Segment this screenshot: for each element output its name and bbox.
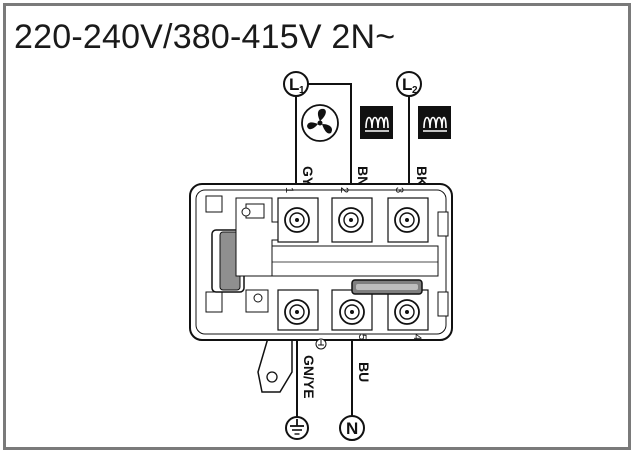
terminal-screw-ground: [284, 299, 310, 325]
terminal-number-2: 2: [338, 187, 350, 193]
heating-coil-icon-left: [360, 106, 393, 139]
terminal-screw-3: [394, 207, 420, 233]
node-l1-letter: L: [289, 75, 299, 94]
node-l2-letter: L: [402, 75, 412, 94]
wire-label-gy: GY: [300, 166, 316, 187]
wire-label-gnye: GN/YE: [301, 355, 317, 399]
voltage-title: 220-240V/380-415V 2N~: [14, 18, 396, 56]
terminal-screw-2: [338, 207, 364, 233]
wire-label-bk: BK: [414, 166, 430, 186]
terminal-screw-4: [394, 299, 420, 325]
ground-icon: [285, 416, 309, 440]
wire-label-bn: BN: [355, 166, 371, 186]
terminal-number-4: 4: [411, 334, 423, 340]
terminal-screw-1: [284, 207, 310, 233]
node-l1: L 1: [283, 71, 309, 97]
wire-label-bu: BU: [356, 362, 372, 382]
terminal-screw-5: [339, 299, 365, 325]
node-n-letter: N: [346, 419, 358, 438]
heating-coil-icon-right: [418, 106, 451, 139]
fan-icon: [301, 104, 339, 142]
terminal-number-5: 5: [356, 334, 368, 340]
node-l2: L 2: [396, 71, 422, 97]
node-l1-sub: 1: [299, 85, 305, 96]
terminal-number-3: 3: [393, 187, 405, 193]
ground-mark-small: [315, 338, 327, 350]
wire-bn: [296, 83, 352, 210]
terminal-number-1: 1: [283, 187, 295, 193]
terminal-block: [189, 183, 453, 393]
node-n: N: [339, 415, 365, 441]
node-l2-sub: 2: [412, 85, 418, 96]
